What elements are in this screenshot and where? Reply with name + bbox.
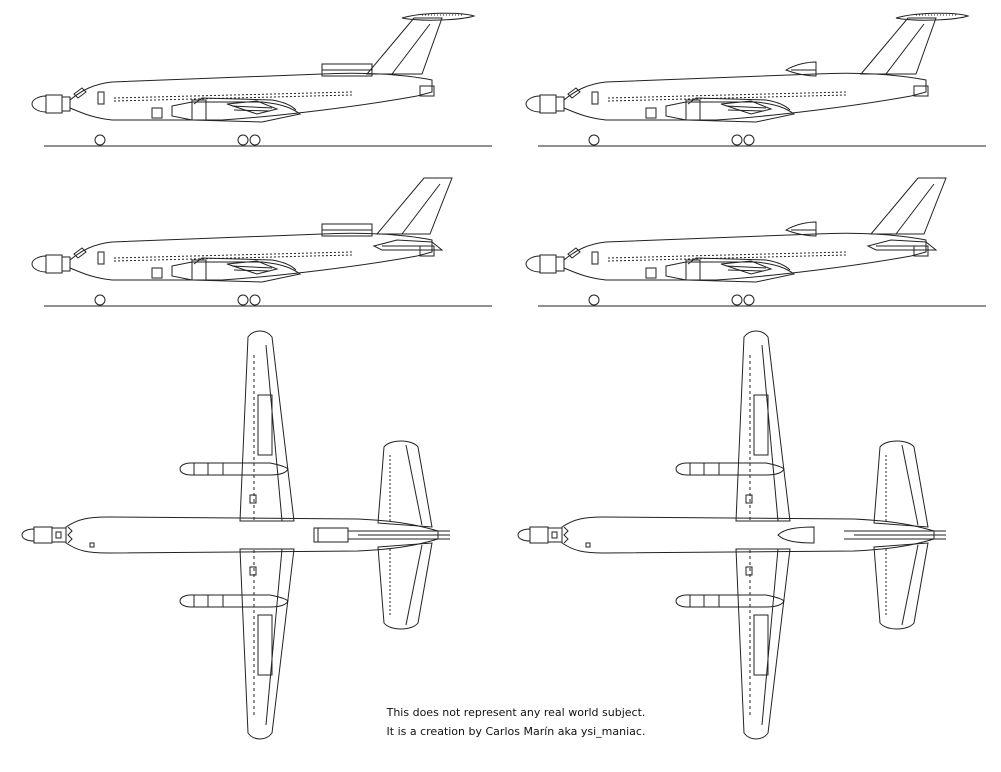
disclaimer-text: This does not represent any real world s…	[386, 706, 646, 719]
side-profile-d	[525, 177, 987, 307]
side-profile-c	[31, 177, 493, 307]
side-profile-b	[525, 12, 987, 147]
author-credit-text: It is a creation by Carlos Marín aka ysi…	[386, 725, 646, 738]
top-view-b	[517, 330, 947, 740]
side-profile-a	[31, 12, 493, 147]
top-view-a	[21, 330, 451, 740]
